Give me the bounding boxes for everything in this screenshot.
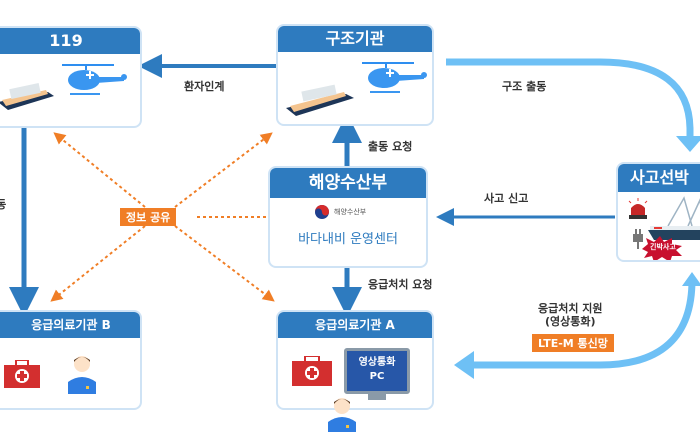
emergency-burst-icon [642, 236, 682, 260]
label-first-aid-support-line2: (영상통화) [545, 315, 596, 328]
node-119: 119 [0, 26, 142, 128]
node-rescue: 구조기관 [276, 24, 434, 126]
info-share-to-hospital-a [174, 225, 275, 302]
info-share-to-119 [53, 132, 146, 208]
plug-icon [633, 229, 643, 249]
arrowhead-support-up [682, 272, 700, 286]
emergency-badge-text: 긴박사고 [650, 243, 676, 251]
node-hospital-b: 응급의료기관 B [0, 310, 142, 410]
label-first-aid-support: 응급처치 지원 (영상통화) [538, 302, 603, 328]
ministry-logo: 해양수산부 [314, 204, 366, 220]
label-first-aid-support-line1: 응급처치 지원 [538, 302, 603, 315]
node-rescue-title: 구조기관 [278, 26, 432, 52]
info-share-to-rescue [174, 132, 273, 208]
taegeuk-icon [315, 205, 329, 219]
node-hospital-a: 응급의료기관 A 영상통화 PC [276, 310, 434, 410]
node-hospital-a-title: 응급의료기관 A [278, 312, 432, 338]
node-accident-title: 사고선박 [618, 164, 700, 192]
ministry-center-name: 바다내비 운영센터 [298, 232, 398, 247]
label-dispatch-request: 출동 요청 [368, 140, 413, 153]
label-first-aid-request: 응급처치 요청 [368, 278, 433, 291]
node-119-title: 119 [0, 28, 140, 54]
monitor-line-2: PC [369, 371, 385, 382]
node-ministry-title: 해양수산부 [270, 168, 426, 198]
label-rescue-dispatch: 구조 출동 [502, 80, 547, 93]
arrow-first-aid-support [470, 279, 696, 369]
arrow-rescue-dispatch [446, 58, 694, 140]
info-share-to-hospital-b [50, 225, 146, 302]
node-accident: 사고선박 긴박사고 [616, 162, 700, 262]
label-accident-report: 사고 신고 [484, 192, 529, 205]
ministry-logo-text: 해양수산부 [334, 208, 367, 216]
arrowhead-rescue-dispatch [676, 136, 700, 152]
label-left-vertical: 출동 [0, 198, 7, 211]
info-share-tag: 정보 공유 [120, 208, 177, 226]
helicopter-icon [362, 62, 427, 93]
video-call-pc-monitor: 영상통화 PC [344, 348, 410, 394]
monitor-stand [368, 394, 386, 400]
arrowhead-first-aid-support [454, 351, 474, 379]
first-aid-kit-icon [292, 356, 332, 386]
first-aid-kit-icon [4, 360, 40, 388]
siren-icon [628, 198, 648, 219]
ship-icon [286, 84, 354, 116]
label-patient-transfer: 환자인계 [184, 80, 225, 93]
node-ministry: 해양수산부 해양수산부 바다내비 운영센터 [268, 166, 428, 268]
doctor-icon [328, 398, 356, 432]
monitor-line-1: 영상통화 [358, 357, 396, 368]
doctor-icon [68, 356, 96, 394]
ship-icon [0, 82, 54, 110]
helicopter-icon [62, 64, 127, 95]
node-hospital-b-title: 응급의료기관 B [0, 312, 140, 338]
network-tag: LTE-M 통신망 [532, 334, 614, 352]
